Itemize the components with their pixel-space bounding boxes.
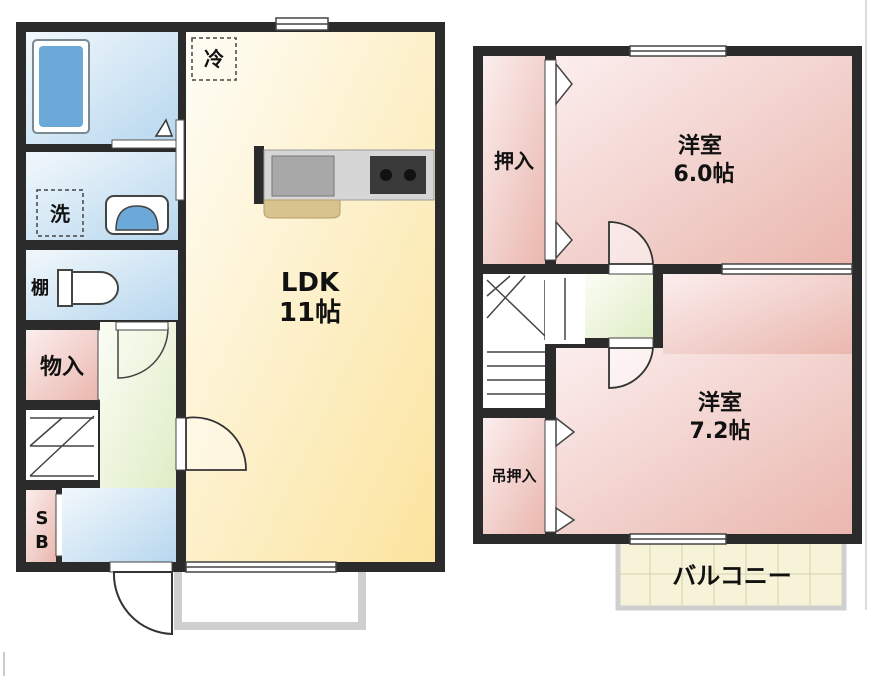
upper-stairs — [483, 274, 545, 408]
room-bottom-size: 7.2帖 — [690, 419, 751, 444]
kitchen-sink-icon — [271, 155, 335, 197]
porch — [174, 572, 366, 630]
room-top-size: 6.0帖 — [674, 162, 735, 187]
ldk-size: 11帖 — [279, 298, 341, 328]
room-bottom-door-swing[interactable] — [608, 347, 654, 389]
closet-bottom — [483, 418, 545, 534]
room-bottom — [556, 348, 852, 534]
closet-bottom-doors[interactable] — [555, 416, 576, 534]
sink-basin — [115, 205, 159, 231]
entrance-door-swing[interactable] — [112, 571, 173, 636]
storage-room — [26, 330, 98, 400]
bathtub-water — [39, 46, 83, 127]
balcony-label: バルコニー — [672, 562, 792, 590]
shelf-label: 棚 — [31, 277, 49, 299]
toilet-tank-icon — [57, 269, 73, 307]
washer-label: 洗 — [50, 202, 70, 226]
closet-top-door-frame — [544, 59, 557, 261]
closet-bottom-label: 吊押入 — [491, 467, 536, 485]
washer-space — [36, 189, 84, 237]
room-top-name: 洋室 — [678, 133, 722, 159]
ldk-room — [186, 32, 435, 562]
closet-bottom-door-frame — [544, 419, 557, 533]
stairs-lines — [29, 415, 95, 477]
upper-hall — [585, 274, 653, 338]
toilet-icon — [71, 271, 119, 305]
closet-top — [483, 56, 545, 264]
upper-floor: バルコニー 洋室 6.0帖 押入 洋室 — [473, 45, 862, 611]
dining-counter — [263, 199, 341, 219]
washroom-sliding-door[interactable] — [175, 119, 185, 201]
ldk-door-swing[interactable] — [185, 416, 247, 471]
fridge-label: 冷 — [204, 47, 224, 71]
ground-floor: 洗 棚 物入 S B — [16, 17, 445, 636]
room-bottom-name: 洋室 — [698, 390, 742, 416]
entrance-door[interactable] — [109, 561, 173, 573]
closet-top-doors[interactable] — [555, 61, 574, 260]
ldk-label: LDK — [281, 268, 340, 298]
genkan — [62, 488, 176, 562]
stove-icon — [370, 156, 426, 194]
shoe-box-label-line1: S — [36, 508, 49, 529]
faucet-icon — [154, 118, 174, 137]
storage-label: 物入 — [40, 354, 84, 380]
kitchen-wall — [254, 146, 264, 204]
room-top-door[interactable] — [608, 263, 654, 275]
room-top — [556, 56, 852, 264]
shoe-box — [26, 490, 56, 562]
room-bottom-door[interactable] — [608, 337, 654, 349]
room-bottom-upper-part — [663, 274, 852, 354]
shoe-box-label-line2: B — [35, 532, 49, 553]
balcony-deck-lines — [620, 542, 842, 606]
fridge-space — [191, 37, 237, 81]
bath-door[interactable] — [111, 139, 179, 149]
closet-top-label: 押入 — [494, 149, 534, 173]
room-top-door-swing[interactable] — [608, 221, 654, 265]
toilet-door[interactable] — [115, 321, 169, 331]
toilet-door-swing[interactable] — [117, 327, 169, 379]
ldk-door[interactable] — [175, 417, 187, 471]
